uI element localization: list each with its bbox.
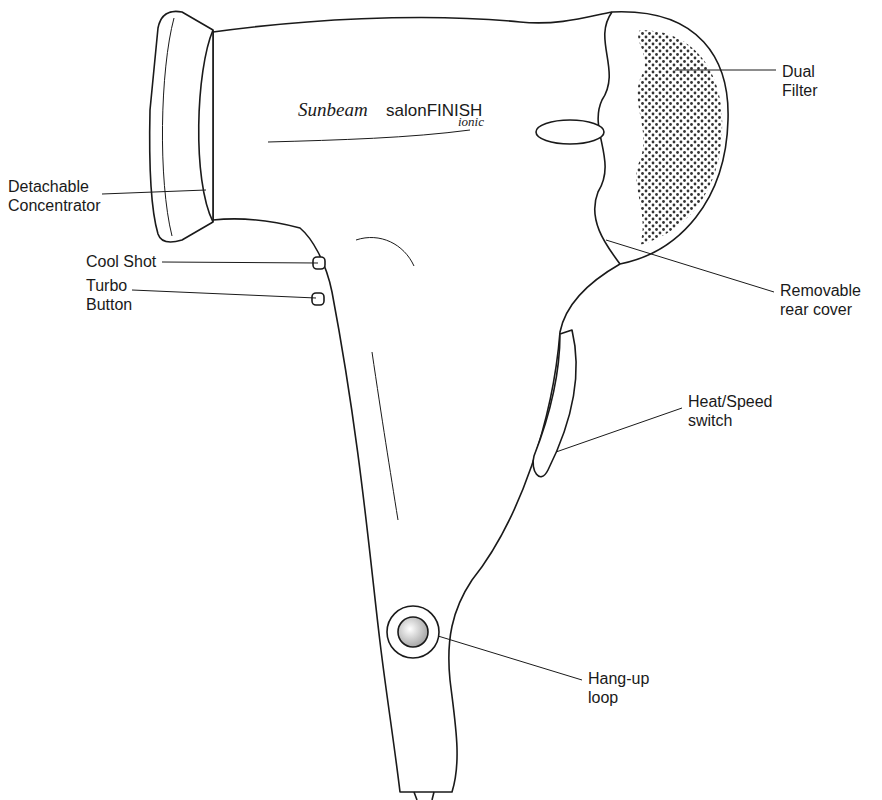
part-label: Turbo Button bbox=[86, 276, 156, 314]
part-label: Dual Filter bbox=[782, 62, 844, 100]
part-label: Cool Shot bbox=[86, 252, 156, 271]
leader-line bbox=[132, 290, 316, 298]
leader-lines bbox=[102, 70, 776, 680]
leader-line bbox=[675, 70, 776, 71]
leader-line bbox=[102, 190, 206, 194]
part-label: Hang-up loop bbox=[588, 669, 660, 707]
model-suffix: ionic bbox=[458, 114, 484, 130]
dryer-outline bbox=[150, 11, 730, 800]
leader-line bbox=[556, 408, 682, 452]
brand-logo: Sunbeam bbox=[298, 99, 368, 121]
leader-line bbox=[438, 636, 582, 680]
part-label: Detachable Concentrator bbox=[8, 177, 120, 215]
leader-line bbox=[606, 240, 774, 292]
part-label: Heat/Speed switch bbox=[688, 392, 784, 430]
part-label: Removable rear cover bbox=[780, 281, 875, 319]
leader-line bbox=[162, 262, 318, 263]
